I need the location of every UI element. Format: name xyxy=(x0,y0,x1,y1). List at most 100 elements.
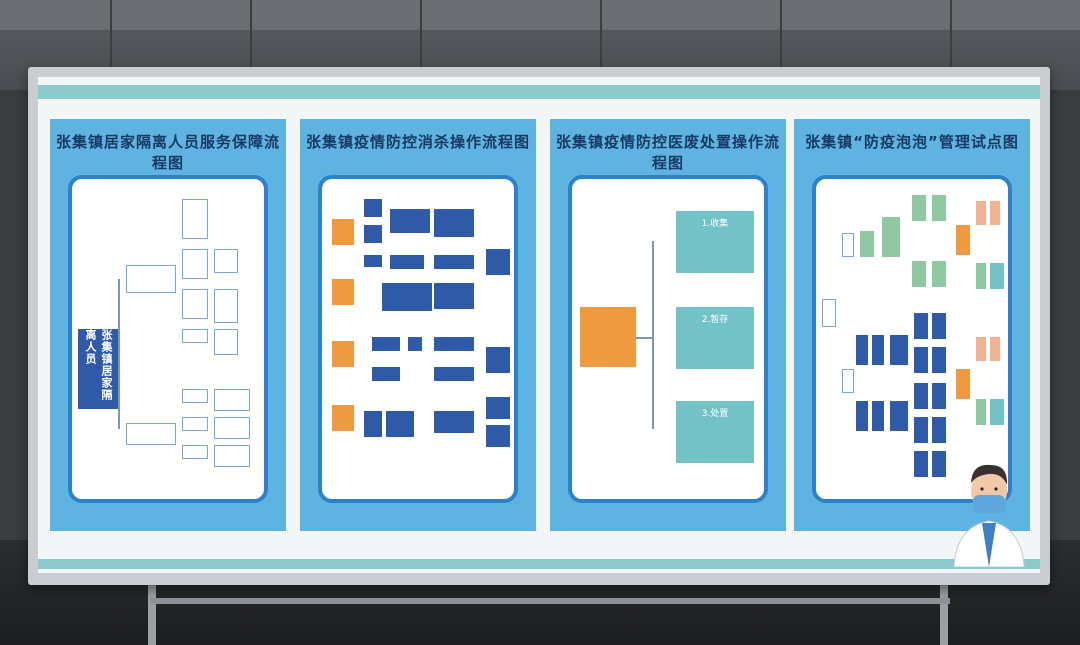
flowchart-card: 张集镇居家隔离人员 xyxy=(68,175,268,503)
wall-seam xyxy=(780,0,782,90)
flow-node xyxy=(408,337,422,351)
wall-seam xyxy=(600,0,602,90)
flow-node xyxy=(182,417,208,431)
flow-node xyxy=(932,451,946,477)
flow-node xyxy=(434,337,474,351)
doctor-hair xyxy=(971,464,1008,485)
flow-node xyxy=(182,445,208,459)
flow-node xyxy=(372,367,400,381)
flow-node xyxy=(976,263,986,289)
doctor-shirt xyxy=(982,523,996,567)
flow-node xyxy=(956,225,970,255)
flow-node xyxy=(486,347,510,373)
flow-node xyxy=(914,347,928,373)
doctor-eye xyxy=(980,487,984,491)
flow-node xyxy=(990,201,1000,225)
panel-isolation-service: 张集镇居家隔离人员服务保障流程图 张集镇居家隔离人员 xyxy=(50,119,286,531)
flow-node xyxy=(182,389,208,403)
flow-node xyxy=(956,369,970,399)
flow-node xyxy=(214,417,250,439)
flow-node xyxy=(434,283,474,309)
flow-node-dispose: 3.处置 xyxy=(676,401,754,463)
flow-node xyxy=(390,209,430,233)
flow-node xyxy=(912,261,926,287)
wall-seam xyxy=(950,0,952,90)
flow-node xyxy=(126,423,176,445)
flow-node xyxy=(914,417,928,443)
panel-title: 张集镇疫情防控消杀操作流程图 xyxy=(305,133,530,151)
panel-epidemic-bubble: 张集镇“防疫泡泡”管理试点图 xyxy=(794,119,1030,531)
flow-node xyxy=(914,451,928,477)
flow-node xyxy=(990,337,1000,361)
flow-node xyxy=(860,231,874,257)
flow-node xyxy=(890,335,908,365)
flow-node xyxy=(182,329,208,343)
flowchart-card xyxy=(812,175,1012,503)
flow-node xyxy=(372,337,400,351)
panel-disinfection: 张集镇疫情防控消杀操作流程图 xyxy=(300,119,536,531)
flow-node xyxy=(332,219,354,245)
flow-node xyxy=(332,279,354,305)
flow-node xyxy=(382,283,432,311)
connector xyxy=(636,337,652,339)
flow-node xyxy=(882,217,900,257)
flow-node xyxy=(976,337,986,361)
flow-node xyxy=(364,411,382,437)
flow-node xyxy=(386,411,414,437)
flow-node xyxy=(990,263,1004,289)
flow-node xyxy=(872,335,884,365)
flow-node xyxy=(932,347,946,373)
top-band xyxy=(38,85,1040,99)
display-board: 张集镇居家隔离人员服务保障流程图 张集镇居家隔离人员 xyxy=(28,67,1050,585)
flow-node xyxy=(856,401,868,431)
connector xyxy=(652,241,654,429)
flow-node xyxy=(932,417,946,443)
flow-node xyxy=(990,399,1004,425)
flow-node xyxy=(914,383,928,409)
flow-node xyxy=(486,397,510,419)
flow-node xyxy=(976,399,986,425)
flow-node xyxy=(214,289,238,323)
board-surface: 张集镇居家隔离人员服务保障流程图 张集镇居家隔离人员 xyxy=(38,77,1040,573)
panel-title: 张集镇居家隔离人员服务保障流程图 xyxy=(55,133,280,172)
flow-node xyxy=(214,249,238,273)
flow-node xyxy=(332,341,354,367)
flow-node xyxy=(214,329,238,355)
flow-node-source xyxy=(580,307,636,367)
connector xyxy=(118,279,120,429)
panel-title: 张集镇疫情防控医废处置操作流程图 xyxy=(555,133,780,172)
flow-node xyxy=(364,255,382,267)
flow-node xyxy=(214,389,250,411)
flow-node xyxy=(364,225,382,243)
doctor-illustration xyxy=(953,464,1025,567)
stand-leg xyxy=(940,585,948,645)
panel-title: 张集镇“防疫泡泡”管理试点图 xyxy=(805,133,1019,151)
face-mask xyxy=(973,495,1005,513)
flow-node xyxy=(932,383,946,409)
flow-node xyxy=(434,255,474,269)
flow-node xyxy=(932,195,946,221)
wall-seam xyxy=(250,0,252,90)
flow-node xyxy=(842,233,854,257)
main-node: 张集镇居家隔离人员 xyxy=(78,329,118,409)
flow-node xyxy=(932,261,946,287)
flow-node xyxy=(486,425,510,447)
flow-node xyxy=(390,255,424,269)
wall-seam xyxy=(420,0,422,90)
bottom-band xyxy=(38,559,1040,569)
flow-node xyxy=(872,401,884,431)
flow-node xyxy=(182,289,208,319)
flow-node-store: 2.暂存 xyxy=(676,307,754,369)
flow-node xyxy=(486,249,510,275)
flow-node-collect: 1.收集 xyxy=(676,211,754,273)
wall-band xyxy=(0,0,1080,30)
flow-node xyxy=(332,405,354,431)
flow-node xyxy=(214,445,250,467)
flow-node xyxy=(842,369,854,393)
flow-node xyxy=(434,411,474,433)
stand-leg xyxy=(148,585,156,645)
flowchart-card xyxy=(318,175,518,503)
stand-crossbar xyxy=(150,598,950,604)
wall-seam xyxy=(110,0,112,90)
flow-node xyxy=(126,265,176,293)
